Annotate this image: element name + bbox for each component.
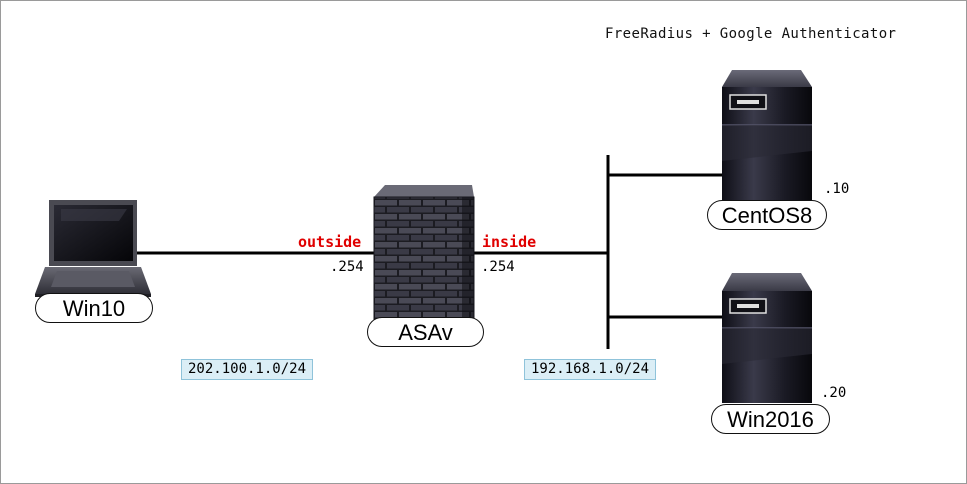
win10-label: Win10 — [35, 293, 153, 323]
asav-label: ASAv — [367, 317, 484, 347]
win2016-label: Win2016 — [711, 404, 830, 434]
firewall-icon — [373, 185, 475, 320]
outside-interface-ip: .254 — [330, 259, 364, 275]
centos8-label: CentOS8 — [707, 200, 827, 230]
outside-subnet-label: 202.100.1.0/24 — [181, 359, 314, 380]
diagram-header-label: FreeRadius + Google Authenticator — [605, 26, 897, 42]
win2016-host-address: .20 — [821, 385, 847, 401]
server-icon — [722, 273, 812, 403]
inside-interface-label: inside — [482, 233, 537, 251]
laptop-icon — [35, 200, 151, 297]
outside-interface-label: outside — [298, 233, 362, 251]
inside-interface-ip: .254 — [481, 259, 515, 275]
centos8-host-address: .10 — [824, 181, 850, 197]
inside-subnet-label: 192.168.1.0/24 — [524, 359, 657, 380]
server-icon — [722, 70, 812, 200]
